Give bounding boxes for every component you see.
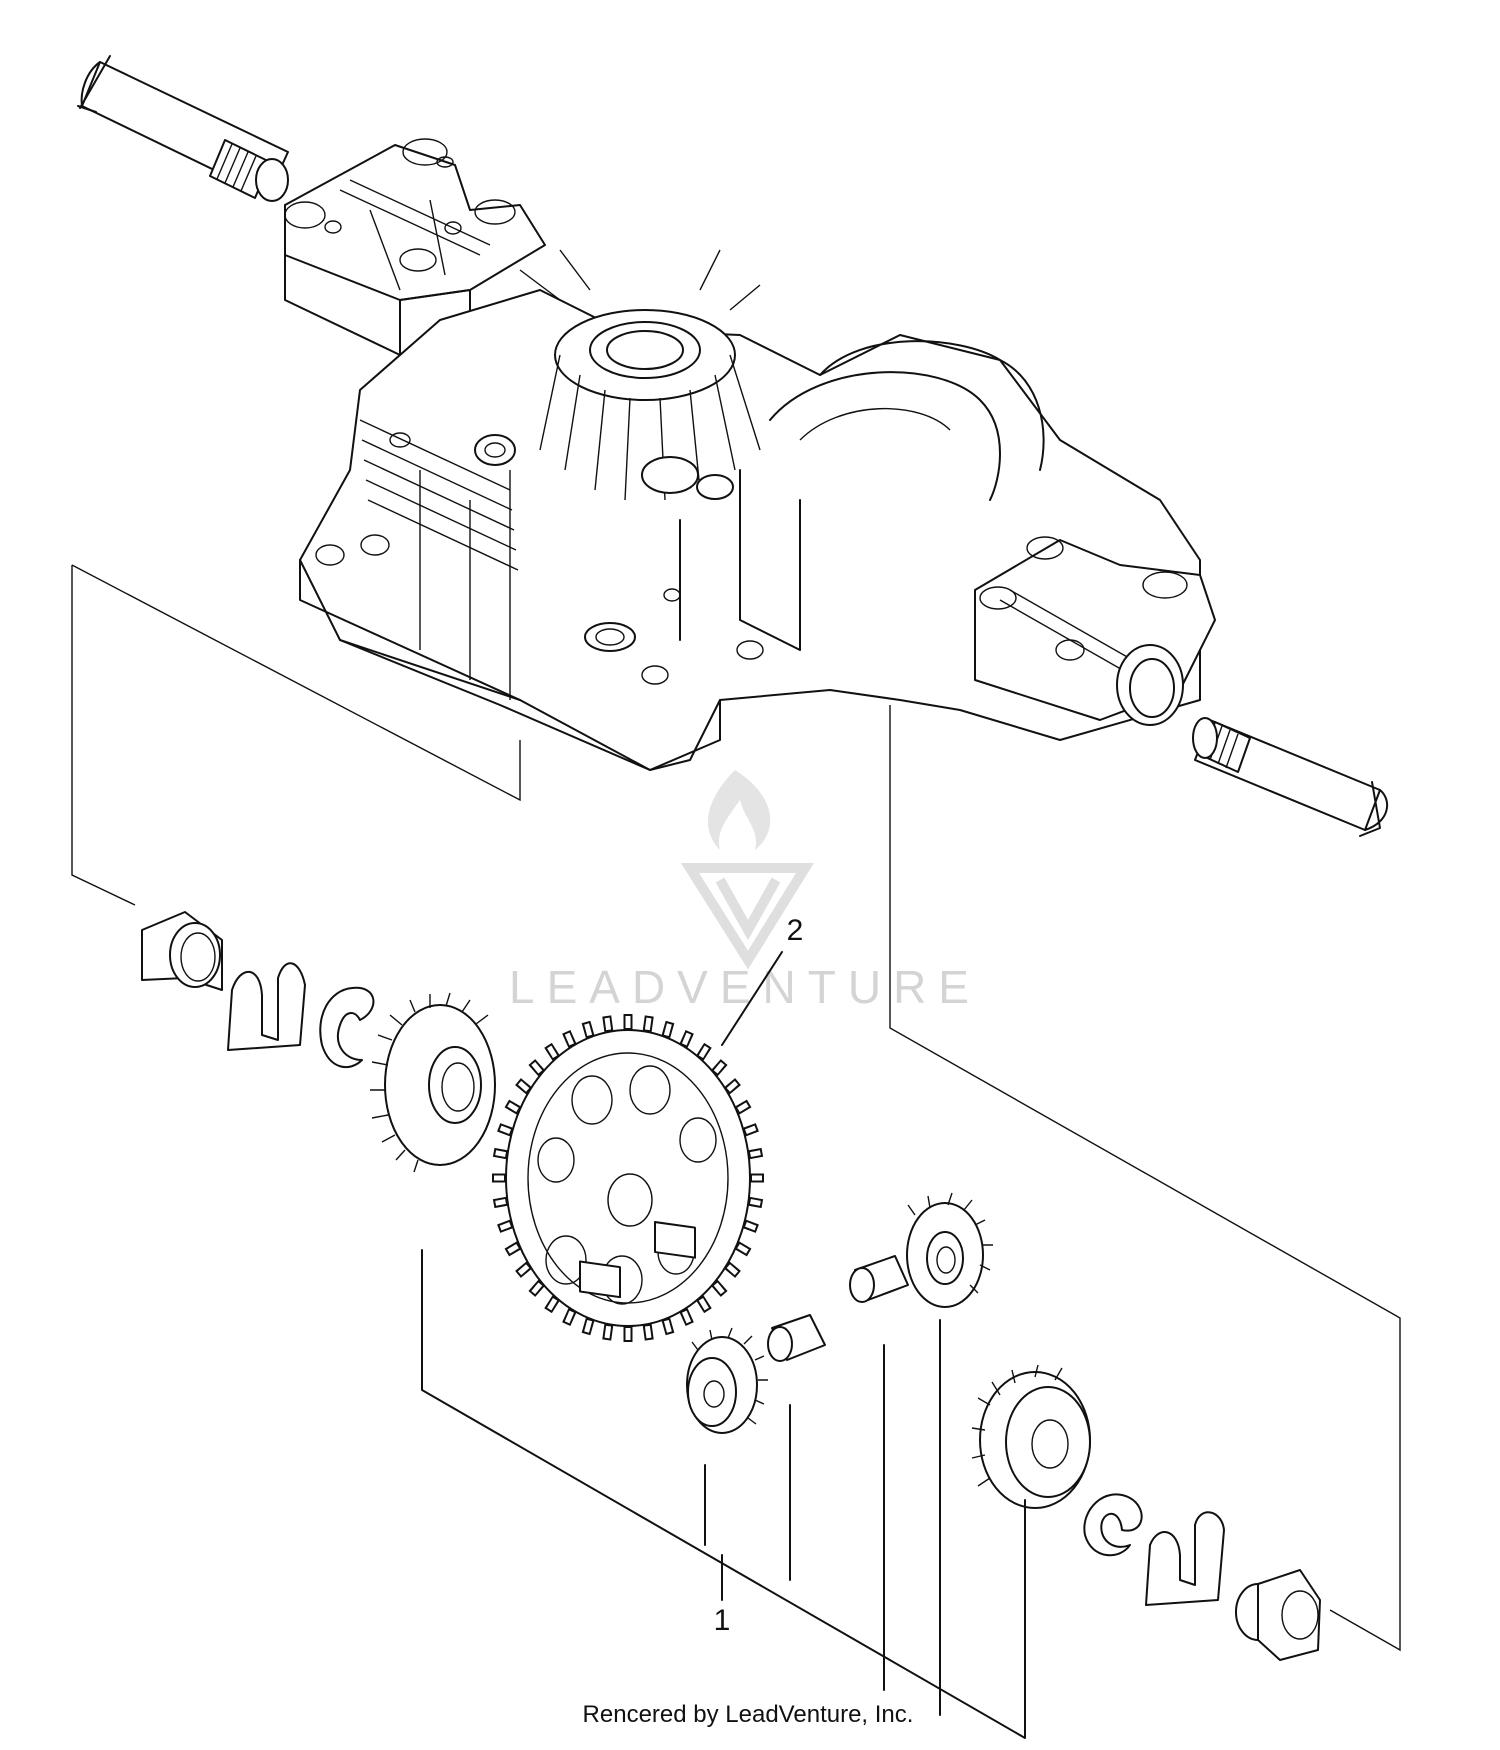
- gear-tooth-face: [531, 1282, 543, 1295]
- right-mount: [974, 536, 1216, 726]
- callout-1[interactable]: 1: [714, 1604, 731, 1637]
- gear-tooth-face: [517, 1080, 530, 1092]
- gear-tooth-face: [726, 1264, 739, 1276]
- gear-tooth-face: [681, 1032, 692, 1046]
- gear-tooth-face: [495, 1150, 506, 1157]
- gear-tooth-face: [750, 1199, 761, 1206]
- callout-2[interactable]: 2: [787, 914, 804, 947]
- watermark-v-icon: [680, 863, 814, 970]
- gear-tooth-face: [499, 1222, 511, 1231]
- gear-tooth-face: [564, 1032, 575, 1046]
- gear-tooth-face: [681, 1310, 692, 1324]
- callout-2-leader: [721, 951, 783, 1046]
- ring-gear: [492, 1014, 764, 1342]
- gear-tooth-face: [531, 1061, 543, 1074]
- ring-gear-teeth: [492, 1014, 764, 1342]
- gear-tooth-face: [644, 1017, 652, 1031]
- gear-tooth-face: [547, 1298, 558, 1311]
- right-side-gear: [971, 1364, 1091, 1509]
- gear-tooth-face: [564, 1310, 575, 1324]
- right-retaining-ring: [1083, 1493, 1143, 1557]
- right-bevel-gear: [906, 1192, 993, 1308]
- gear-tooth-face: [584, 1023, 593, 1036]
- small-pinion-gear: [686, 1327, 768, 1434]
- gear-tooth-face: [750, 1150, 761, 1157]
- gear-tooth-face: [663, 1320, 672, 1333]
- watermark-flame-icon: [708, 770, 771, 850]
- left-bevel-gear: [370, 992, 496, 1173]
- gear-tooth-face: [737, 1243, 749, 1254]
- gear-tooth-face: [713, 1282, 725, 1295]
- gear-tooth-face: [499, 1125, 511, 1134]
- gear-tooth-face: [737, 1102, 749, 1113]
- watermark-text: LEADVENTURE: [509, 961, 981, 1013]
- left-retaining-ring: [319, 986, 375, 1069]
- left-shift-key: [227, 962, 306, 1051]
- gear-tooth-face: [745, 1222, 757, 1231]
- gear-tooth-face: [713, 1061, 725, 1074]
- cross-pin-right: [849, 1255, 909, 1303]
- transaxle-housing: [77, 55, 1389, 837]
- gear-tooth-face: [644, 1325, 652, 1339]
- right-axle: [1192, 717, 1389, 837]
- gear-tooth-face: [698, 1298, 709, 1311]
- exploded-guide-lines: [71, 564, 1401, 1652]
- gear-tooth-face: [745, 1125, 757, 1134]
- cross-pin-left: [767, 1314, 826, 1362]
- left-bushing: [141, 911, 223, 991]
- right-shift-key: [1145, 1511, 1225, 1606]
- leader-lines: [421, 951, 1026, 1739]
- watermark: LEADVENTURE: [509, 770, 981, 1013]
- gear-tooth-face: [604, 1325, 612, 1339]
- right-bushing: [1235, 1569, 1321, 1661]
- gear-tooth-face: [726, 1080, 739, 1092]
- gear-tooth-face: [517, 1264, 530, 1276]
- render-credit: Rencered by LeadVenture, Inc.: [583, 1701, 914, 1728]
- gear-tooth-face: [663, 1023, 672, 1036]
- gear-tooth-face: [495, 1199, 506, 1206]
- gear-tooth-face: [547, 1045, 558, 1058]
- gear-tooth-face: [507, 1102, 519, 1113]
- gear-tooth-face: [584, 1320, 593, 1333]
- left-axle: [77, 55, 289, 202]
- gear-tooth-face: [507, 1243, 519, 1254]
- gear-tooth-face: [604, 1017, 612, 1031]
- gear-tooth-face: [698, 1045, 709, 1058]
